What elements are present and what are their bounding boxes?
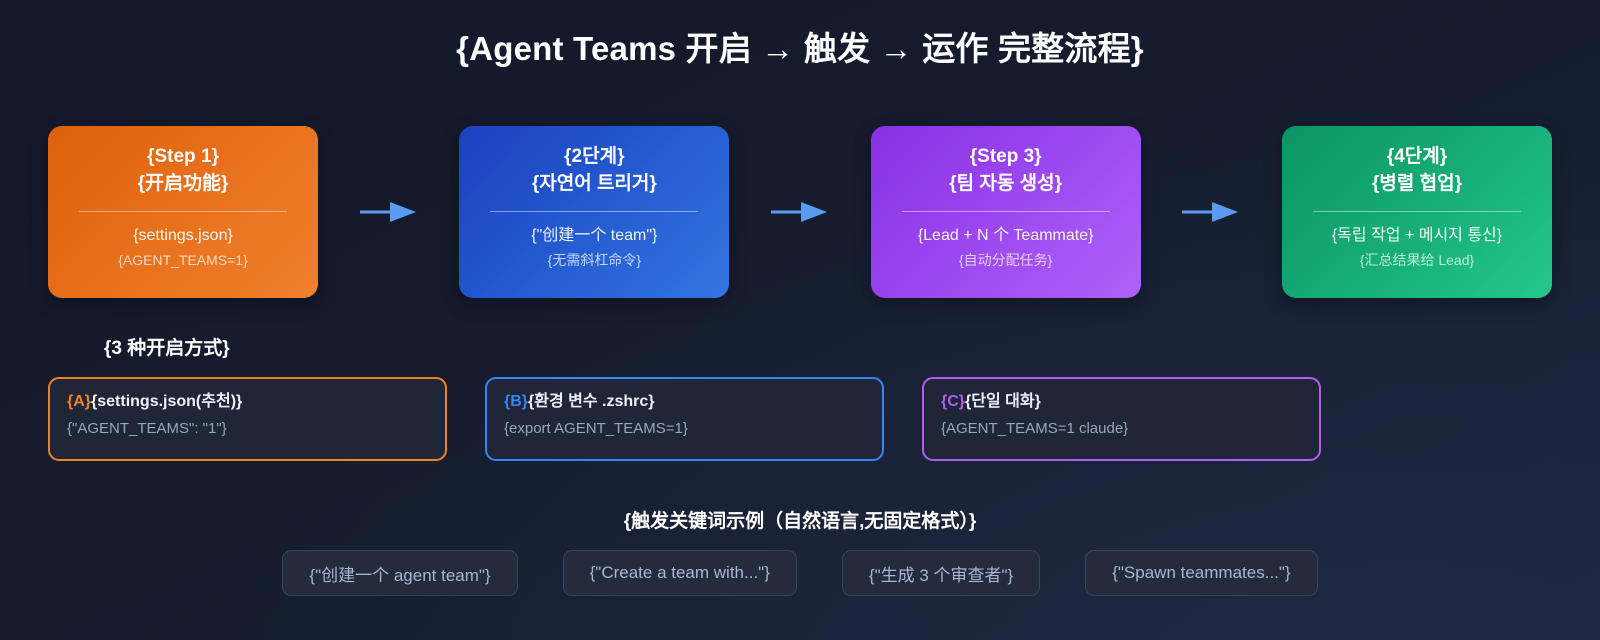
page-title: {Agent Teams 开启 → 触发 → 运作 完整流程} bbox=[456, 30, 1144, 67]
trigger-chips-list: {"创建一个 agent team"} {"Create a team with… bbox=[0, 550, 1600, 596]
card-divider bbox=[490, 210, 699, 212]
option-title-b: {B}{환경 변수 .zshrc} bbox=[504, 392, 865, 411]
step-title-line2: {팀 자동 생성} bbox=[949, 172, 1063, 194]
option-title-a: {A}{settings.json(추천)} bbox=[67, 392, 428, 411]
flow-step-card-2[interactable]: {2단계} {자연어 트리거} {"创建一个 team"} {无需斜杠命令} bbox=[459, 126, 730, 298]
flow-arrow-3 bbox=[1141, 126, 1282, 298]
flow-arrow-2 bbox=[729, 126, 870, 298]
option-code-b: {export AGENT_TEAMS=1} bbox=[504, 420, 688, 438]
step-detail: {"创建一个 team"} bbox=[531, 226, 658, 244]
option-box-b[interactable]: {B}{환경 변수 .zshrc} {export AGENT_TEAMS=1} bbox=[485, 377, 884, 461]
option-label-b: {환경 변수 .zshrc} bbox=[528, 393, 655, 410]
option-label-c: {단일 대화} bbox=[965, 393, 1041, 410]
step-title-line2: {开启功能} bbox=[137, 172, 229, 194]
step-title-line2: {자연어 트리거} bbox=[531, 172, 657, 194]
step-subtext: {无需斜杠命令} bbox=[547, 251, 641, 268]
option-label-a: {settings.json(추천)} bbox=[91, 393, 243, 410]
trigger-chip[interactable]: {"生成 3 个审查者"} bbox=[841, 550, 1041, 596]
triggers-section-heading: {触发关键词示例（自然语言,无固定格式）} bbox=[623, 511, 977, 532]
step-title-line2: {병렬 협업} bbox=[1371, 172, 1462, 194]
trigger-chip[interactable]: {"创建一个 agent team"} bbox=[282, 550, 518, 596]
option-tag-b: {B} bbox=[504, 393, 529, 410]
step-title-line1: {Step 3} bbox=[969, 146, 1042, 167]
step-detail: {Lead + N 个 Teammate} bbox=[917, 226, 1094, 244]
step-title-line1: {4단계} bbox=[1386, 146, 1448, 167]
step-subtext: {汇总结果给 Lead} bbox=[1359, 251, 1475, 268]
step-detail: {settings.json} bbox=[133, 226, 233, 244]
option-code-a: {"AGENT_TEAMS": "1"} bbox=[67, 420, 227, 438]
trigger-chip[interactable]: {"Spawn teammates..."} bbox=[1085, 550, 1318, 596]
option-code-c: {AGENT_TEAMS=1 claude} bbox=[941, 420, 1129, 438]
flow-step-card-3[interactable]: {Step 3} {팀 자동 생성} {Lead + N 个 Teammate}… bbox=[870, 126, 1141, 298]
option-tag-a: {A} bbox=[67, 393, 92, 410]
step-detail: {독립 작업 + 메시지 통신} bbox=[1331, 226, 1503, 244]
flow-step-card-4[interactable]: {4단계} {병렬 협업} {독립 작업 + 메시지 통신} {汇总结果给 Le… bbox=[1281, 126, 1552, 298]
option-tag-c: {C} bbox=[941, 393, 966, 410]
step-title-line1: {2단계} bbox=[564, 146, 625, 167]
option-box-a[interactable]: {A}{settings.json(추천)} {"AGENT_TEAMS": "… bbox=[48, 377, 447, 461]
flow-step-card-1[interactable]: {Step 1} {开启功能} {settings.json} {AGENT_T… bbox=[48, 126, 318, 298]
card-divider bbox=[79, 210, 287, 212]
step-subtext: {自动分配任务} bbox=[958, 251, 1053, 268]
flow-diagram: {Step 1} {开启功能} {settings.json} {AGENT_T… bbox=[48, 126, 1552, 298]
flow-arrow-1 bbox=[318, 126, 459, 298]
trigger-chip[interactable]: {"Create a team with..."} bbox=[562, 550, 797, 596]
step-title-line1: {Step 1} bbox=[147, 146, 219, 167]
option-box-c[interactable]: {C}{단일 대화} {AGENT_TEAMS=1 claude} bbox=[922, 377, 1321, 461]
options-list: {A}{settings.json(추천)} {"AGENT_TEAMS": "… bbox=[48, 377, 1321, 461]
step-subtext: {AGENT_TEAMS=1} bbox=[118, 251, 248, 268]
card-divider bbox=[1312, 210, 1521, 212]
option-title-c: {C}{단일 대화} bbox=[941, 392, 1302, 411]
options-section-heading: {3 种开启方式} bbox=[104, 338, 230, 359]
card-divider bbox=[901, 210, 1110, 212]
